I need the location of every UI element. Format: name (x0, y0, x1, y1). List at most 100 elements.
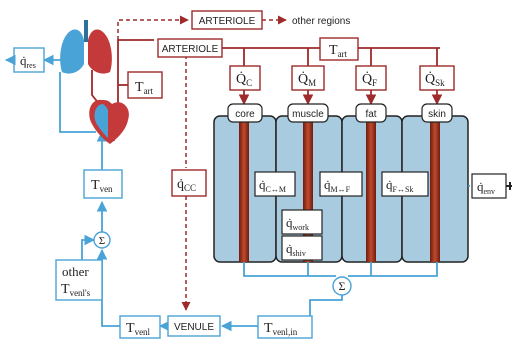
t-art-top-sub: art (338, 49, 348, 59)
q-cm-box: q̇C↔M (254, 171, 296, 197)
other-regions-label: other regions (292, 16, 350, 27)
q-env-connector (506, 182, 512, 190)
svg-text:q̇res: q̇res (20, 53, 36, 70)
q-res-sub: res (27, 61, 36, 70)
q-mf-sub: M↔F (331, 185, 351, 194)
muscle-vessel (303, 116, 313, 262)
t-art-left-box: Tart (127, 71, 163, 99)
t-ven-sub: ven (100, 184, 113, 194)
q-c-base: Q̇ (236, 70, 246, 87)
q-shiv-box: q̇shiv (281, 235, 323, 261)
t-art-left-base: T (135, 80, 144, 95)
q-work-base: q̇ (286, 215, 293, 230)
q-shiv-base: q̇ (286, 241, 293, 256)
q-res-box: q̇res (13, 47, 45, 73)
svg-text:q̇CC: q̇CC (177, 177, 196, 193)
compartment-labels: core muscle fat skin (227, 103, 453, 123)
t-venl-in-sub: venl,in (273, 327, 298, 337)
t-art-top-base: T (329, 43, 338, 58)
q-c-sub: C (246, 78, 252, 88)
venule-box: VENULE (167, 315, 221, 337)
skin-label: skin (428, 109, 446, 120)
svg-text:Q̇M: Q̇M (298, 70, 316, 88)
core-label: core (235, 109, 255, 120)
q-f-sub: F (372, 78, 377, 88)
svg-text:Tvenl's: Tvenl's (61, 282, 91, 298)
t-ven-box: Tven (83, 169, 123, 199)
q-mf-base: q̇ (324, 177, 331, 192)
q-sk-base: Q̇ (425, 70, 435, 87)
other-tvenls-box: other Tvenl's (55, 259, 103, 301)
arteriole-mid-box: ARTERIOLE (157, 38, 223, 58)
q-cc-box: q̇CC (171, 169, 207, 197)
q-work-sub: work (293, 223, 309, 232)
svg-text:q̇shiv: q̇shiv (286, 241, 306, 258)
q-cm-base: q̇ (259, 177, 266, 192)
svg-text:q̇C↔M: q̇C↔M (259, 177, 286, 194)
fat-label: fat (365, 109, 376, 120)
arteriole-top-label: ARTERIOLE (199, 16, 256, 27)
tissue-compartments (213, 115, 469, 263)
q-m-box: Q̇M (291, 65, 325, 91)
q-mf-box: q̇M↔F (319, 171, 363, 197)
svg-text:Tvenl: Tvenl (126, 321, 151, 337)
sigma-left-node: Σ (93, 231, 111, 249)
q-res-base: q̇ (20, 53, 27, 68)
other-label: other (62, 264, 89, 279)
core-vessel (239, 116, 249, 262)
t-venl-base: T (126, 321, 135, 336)
svg-text:Tart: Tart (135, 80, 154, 96)
t-art-top-box: Tart (319, 37, 359, 61)
q-env-sub: env (484, 187, 496, 196)
q-cm-sub: C↔M (266, 185, 286, 194)
svg-text:Tvenl,in: Tvenl,in (264, 321, 298, 337)
t-ven-base: T (91, 178, 100, 193)
svg-text:Q̇F: Q̇F (362, 70, 377, 88)
svg-text:Q̇Sk: Q̇Sk (425, 70, 445, 88)
skin-vessel (430, 116, 440, 262)
q-sk-box: Q̇Sk (419, 65, 455, 91)
q-m-sub: M (308, 78, 316, 88)
heart-icon (89, 99, 129, 144)
t-venl-in-base: T (264, 321, 273, 336)
arteriole-mid-label: ARTERIOLE (162, 44, 219, 55)
svg-text:q̇M↔F: q̇M↔F (324, 177, 351, 194)
q-m-base: Q̇ (298, 70, 308, 87)
sigma-right-label: Σ (339, 279, 346, 293)
q-shiv-sub: shiv (293, 249, 306, 258)
q-sk-sub: Sk (435, 78, 445, 88)
q-env-box: q̇env (471, 173, 507, 199)
q-cc-sub: CC (184, 183, 196, 193)
q-fsk-base: q̇ (386, 177, 393, 192)
t-venls-base: T (61, 282, 70, 297)
t-venls-sub: venl's (70, 288, 91, 298)
svg-text:Q̇C: Q̇C (236, 70, 252, 88)
muscle-label: muscle (292, 109, 324, 120)
svg-text:q̇env: q̇env (477, 179, 495, 196)
sigma-right-node: Σ (332, 276, 352, 296)
q-f-base: Q̇ (362, 70, 372, 87)
dashed-arterial-lines (117, 15, 287, 311)
t-venl-box: Tvenl (119, 315, 161, 339)
svg-text:q̇F↔Sk: q̇F↔Sk (386, 177, 413, 194)
q-f-box: Q̇F (355, 65, 387, 91)
svg-text:Tven: Tven (91, 178, 113, 194)
q-c-box: Q̇C (229, 65, 261, 91)
q-env-base: q̇ (477, 179, 484, 194)
lungs-icon (60, 20, 112, 74)
arteriole-top-box: ARTERIOLE (191, 10, 263, 30)
t-art-left-sub: art (144, 86, 154, 96)
q-cc-base: q̇ (177, 177, 184, 192)
fat-vessel (366, 116, 376, 262)
t-venl-sub: venl (135, 327, 151, 337)
t-venl-in-box: Tvenl,in (257, 315, 313, 339)
sigma-left-label: Σ (99, 235, 105, 247)
svg-text:q̇work: q̇work (286, 215, 309, 232)
svg-text:Tart: Tart (329, 43, 348, 59)
q-work-box: q̇work (281, 209, 323, 235)
venule-label: VENULE (174, 322, 214, 333)
q-fsk-box: q̇F↔Sk (381, 171, 429, 197)
q-fsk-sub: F↔Sk (393, 185, 414, 194)
